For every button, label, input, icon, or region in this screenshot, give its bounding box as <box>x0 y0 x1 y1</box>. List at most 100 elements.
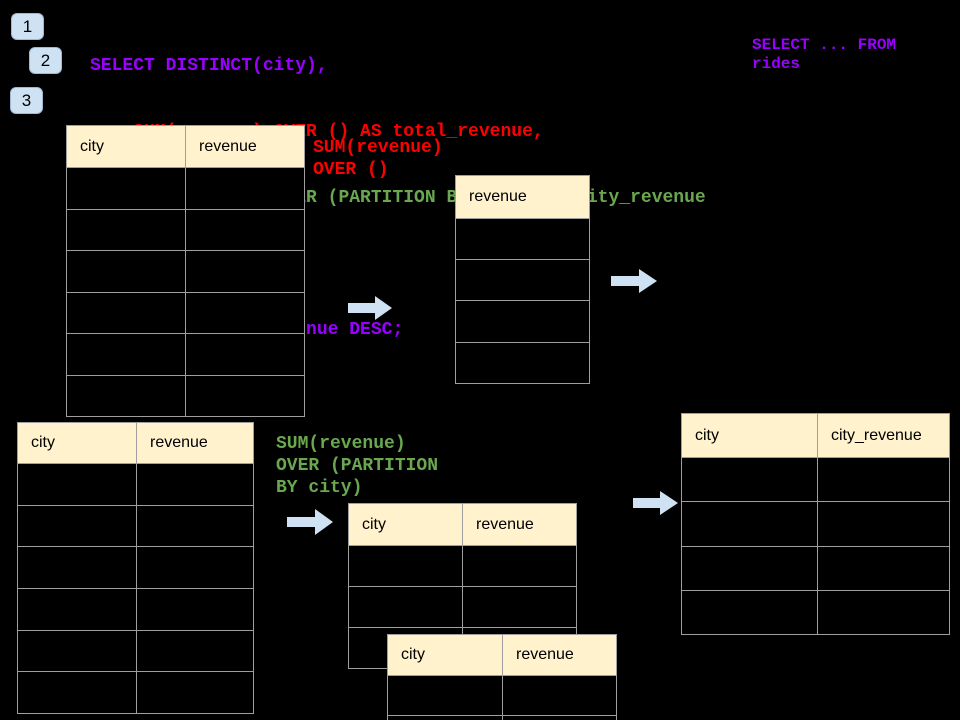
empty-cell <box>387 675 503 716</box>
empty-cell <box>387 715 503 720</box>
column-header: city <box>387 634 503 676</box>
table-row <box>17 463 254 506</box>
table-row <box>455 341 590 384</box>
empty-cell <box>681 589 818 636</box>
column-header: city <box>681 413 818 458</box>
empty-cell <box>462 545 577 587</box>
header-row: revenue <box>455 175 590 219</box>
table-row <box>66 291 305 334</box>
column-header: city <box>348 503 463 546</box>
empty-cell <box>817 456 950 503</box>
empty-cell <box>17 504 137 548</box>
table-row <box>17 588 254 631</box>
table-revenue-only: revenue <box>455 175 590 384</box>
table-row <box>66 333 305 376</box>
table-row <box>455 300 590 343</box>
right-arrow-icon <box>611 269 657 293</box>
table-row <box>17 504 254 548</box>
table-row <box>348 545 577 587</box>
empty-cell <box>17 588 137 631</box>
empty-cell <box>185 291 305 334</box>
empty-cell <box>136 546 254 590</box>
column-header: revenue <box>502 634 617 676</box>
empty-cell <box>66 250 186 293</box>
empty-cell <box>455 217 590 261</box>
empty-cell <box>66 291 186 334</box>
column-header: revenue <box>462 503 577 546</box>
empty-cell <box>17 546 137 590</box>
column-header: city <box>17 422 137 464</box>
right-arrow-icon <box>633 491 678 515</box>
table-row <box>66 250 305 293</box>
table-row <box>681 545 950 591</box>
empty-cell <box>681 456 818 503</box>
empty-cell <box>681 545 818 591</box>
table-row <box>387 675 617 716</box>
empty-cell <box>462 586 577 628</box>
column-header: city <box>66 125 186 168</box>
empty-cell <box>17 629 137 673</box>
empty-cell <box>502 715 617 720</box>
table-row <box>66 208 305 251</box>
sql-line-select: SELECT DISTINCT(city), <box>90 56 328 76</box>
empty-cell <box>136 463 254 506</box>
empty-cell <box>455 300 590 343</box>
empty-cell <box>136 629 254 673</box>
table-row <box>66 374 305 417</box>
table-row <box>66 167 305 210</box>
step-badge-1: 1 <box>11 13 44 40</box>
empty-cell <box>185 208 305 251</box>
empty-cell <box>455 259 590 302</box>
empty-cell <box>185 374 305 417</box>
empty-cell <box>185 167 305 210</box>
empty-cell <box>817 501 950 547</box>
column-header: revenue <box>185 125 305 168</box>
step-badge-2: 2 <box>29 47 62 74</box>
table-row <box>455 259 590 302</box>
column-header: city_revenue <box>817 413 950 458</box>
empty-cell <box>17 463 137 506</box>
empty-cell <box>185 250 305 293</box>
empty-cell <box>17 671 137 715</box>
empty-cell <box>185 333 305 376</box>
empty-cell <box>136 588 254 631</box>
empty-cell <box>66 167 186 210</box>
empty-cell <box>66 333 186 376</box>
empty-cell <box>348 545 463 587</box>
empty-cell <box>455 341 590 384</box>
empty-cell <box>817 545 950 591</box>
table-row <box>387 715 617 720</box>
empty-cell <box>136 671 254 715</box>
table-row <box>17 546 254 590</box>
table-row <box>681 456 950 503</box>
right-arrow-icon <box>287 509 333 535</box>
label-sum-over-partition: SUM(revenue) OVER (PARTITION BY city) <box>276 434 439 498</box>
table-row <box>681 501 950 547</box>
empty-cell <box>681 501 818 547</box>
side-note-select-from-rides: SELECT ... FROM rides <box>752 36 897 73</box>
table-row <box>348 586 577 628</box>
empty-cell <box>348 586 463 628</box>
table-row <box>681 589 950 636</box>
right-arrow-icon <box>348 296 392 320</box>
table-row <box>455 217 590 261</box>
column-header: revenue <box>455 175 590 219</box>
empty-cell <box>817 589 950 636</box>
empty-cell <box>66 374 186 417</box>
table-row <box>17 629 254 673</box>
step-badge-3: 3 <box>10 87 43 114</box>
empty-cell <box>502 675 617 716</box>
empty-cell <box>136 504 254 548</box>
column-header: revenue <box>136 422 254 464</box>
label-sum-over-empty: SUM(revenue) OVER () <box>313 138 443 180</box>
table-row <box>17 671 254 715</box>
